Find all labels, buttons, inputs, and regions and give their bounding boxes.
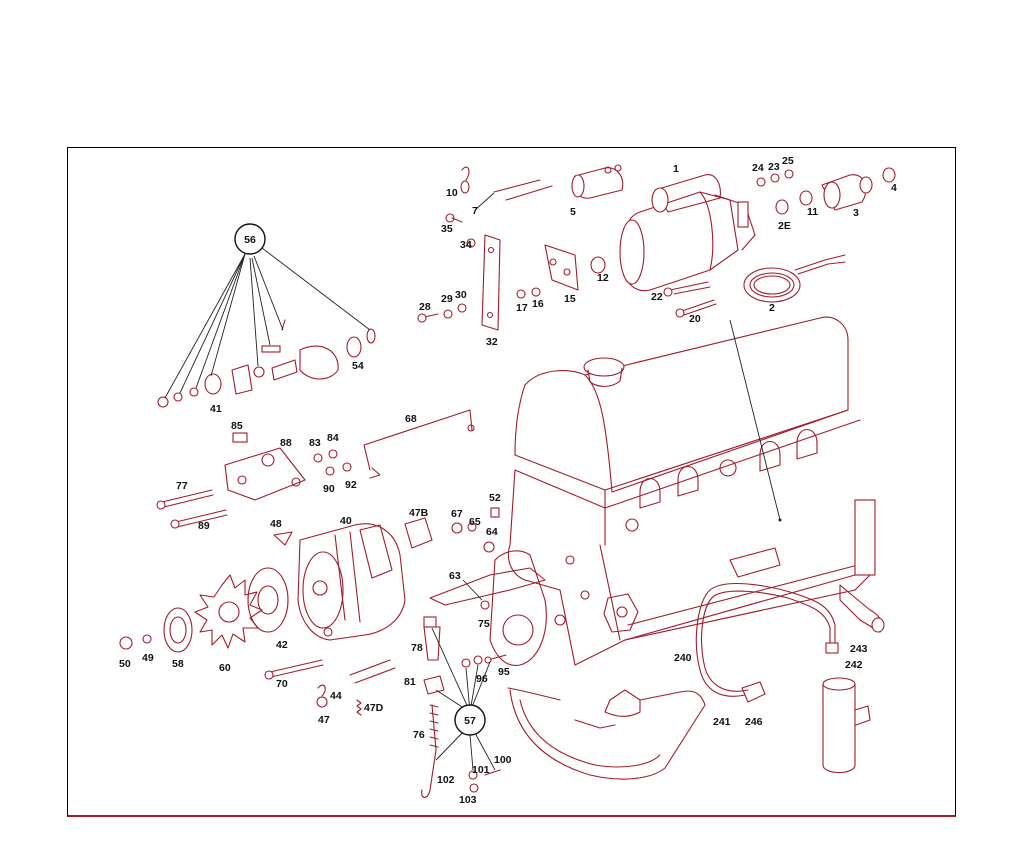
part-label: 22	[651, 291, 663, 303]
part-label: 50	[119, 658, 131, 670]
part-label: 15	[564, 293, 576, 305]
part-label: 10	[446, 187, 458, 199]
part-label: 2	[769, 302, 775, 314]
part-label: 47	[318, 714, 330, 726]
part-label: 240	[674, 652, 692, 664]
part-label: 44	[330, 690, 342, 702]
part-label: 29	[441, 293, 453, 305]
part-label: 70	[276, 678, 288, 690]
part-label: 12	[597, 272, 609, 284]
part-label: 54	[352, 360, 364, 372]
part-label: 92	[345, 479, 357, 491]
part-label: 96	[476, 673, 488, 685]
part-label: 78	[411, 642, 423, 654]
callout-hub-57: 57	[454, 704, 486, 736]
part-label: 81	[404, 676, 416, 688]
part-label: 49	[142, 652, 154, 664]
part-label: 42	[276, 639, 288, 651]
part-label: 3	[853, 207, 859, 219]
part-label: 76	[413, 729, 425, 741]
part-label: 60	[219, 662, 231, 674]
tensioner-group	[421, 616, 507, 799]
part-label: 103	[459, 794, 477, 806]
starter-motor-group	[417, 164, 896, 331]
part-label: 17	[516, 302, 528, 314]
part-label: 101	[472, 764, 490, 776]
part-label: 23	[768, 161, 780, 173]
part-label: 4	[891, 182, 897, 194]
part-label: 34	[460, 239, 472, 251]
part-label: 75	[478, 618, 490, 630]
callout-hub-56: 56	[234, 223, 266, 255]
part-label: 102	[437, 774, 455, 786]
ignition-coil-group	[695, 582, 871, 774]
part-label: 246	[745, 716, 763, 728]
part-label: 16	[532, 298, 544, 310]
part-label: 95	[498, 666, 510, 678]
alternator-mount-parts	[157, 247, 376, 408]
part-label: 243	[850, 643, 868, 655]
part-label: 241	[713, 716, 731, 728]
part-label: 30	[455, 289, 467, 301]
part-label: 83	[309, 437, 321, 449]
part-label: 65	[469, 516, 481, 528]
diagram-frame	[67, 147, 956, 817]
part-label: 58	[172, 658, 184, 670]
callout-label: 56	[244, 234, 256, 246]
part-label: 40	[340, 515, 352, 527]
part-label: 84	[327, 432, 339, 444]
part-label: 1	[673, 163, 679, 175]
part-label: 89	[198, 520, 210, 532]
part-label: 88	[280, 437, 292, 449]
callout-label: 57	[464, 715, 476, 727]
part-label: 77	[176, 480, 188, 492]
part-label: 32	[486, 336, 498, 348]
part-label: 11	[807, 206, 818, 218]
part-label: 85	[231, 420, 243, 432]
part-label: 242	[845, 659, 863, 671]
part-label: 5	[570, 206, 576, 218]
part-label: 52	[489, 492, 501, 504]
part-label: 67	[451, 508, 463, 520]
alternator-group	[119, 409, 546, 716]
part-label: 47D	[364, 702, 384, 714]
part-label: 25	[782, 155, 794, 167]
part-label: 20	[689, 313, 701, 325]
part-label: 47B	[409, 507, 429, 519]
part-label: 2E	[778, 220, 791, 232]
part-label: 68	[405, 413, 417, 425]
hub-leaders-57	[431, 627, 496, 771]
part-label: 63	[449, 570, 461, 582]
hub-leaders-56	[164, 247, 371, 399]
part-label: 64	[486, 526, 498, 538]
part-label: 28	[419, 301, 431, 313]
part-number-labels: 1 2 2E 3 4 5 7 10 11 12 15 16 17 20 22 2…	[119, 155, 897, 806]
part-label: 7	[472, 205, 478, 217]
part-label: 24	[752, 162, 764, 174]
part-label: 41	[210, 403, 222, 415]
part-label: 35	[441, 223, 453, 235]
part-label: 100	[494, 754, 512, 766]
part-label: 90	[323, 483, 335, 495]
part-label: 48	[270, 518, 282, 530]
engine-block	[489, 316, 885, 780]
